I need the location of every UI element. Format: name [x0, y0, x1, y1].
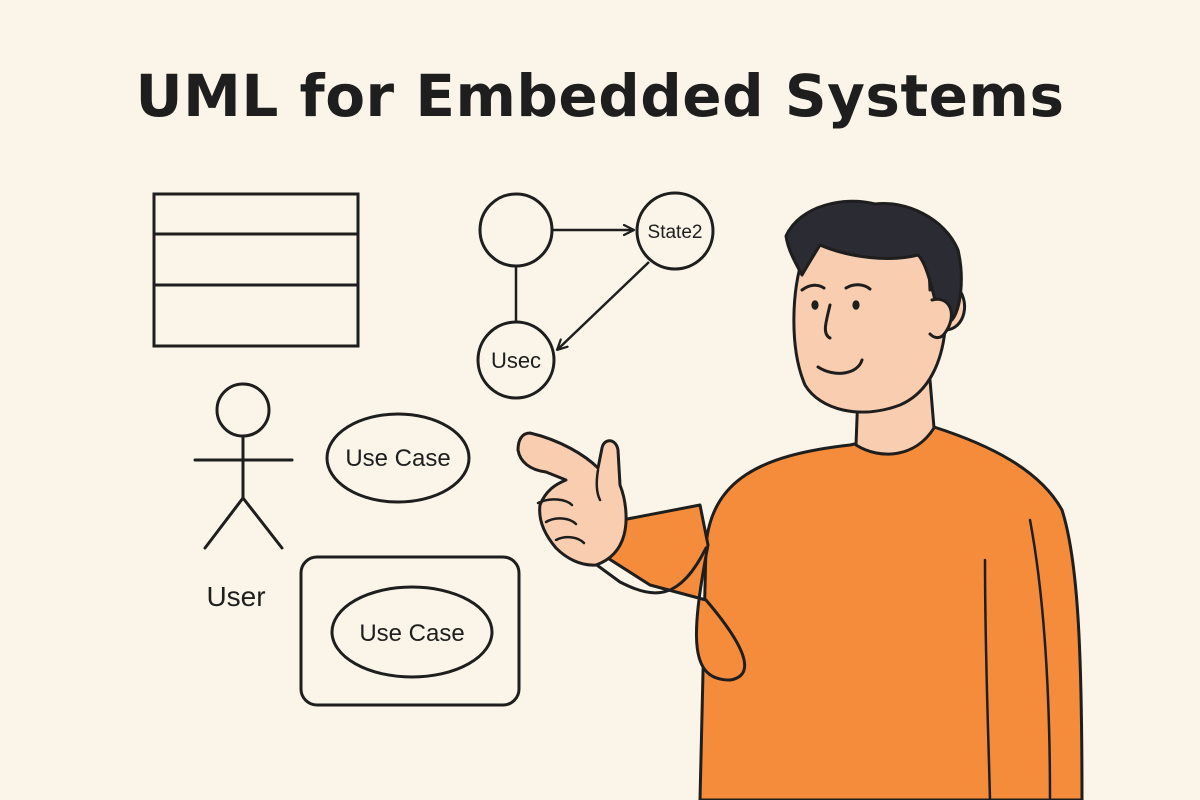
stick-figure-actor-icon — [193, 382, 294, 550]
class-diagram-icon — [152, 192, 360, 348]
state-node-state2-label: State2 — [648, 222, 703, 243]
use-case-2-label: Use Case — [359, 620, 464, 647]
state-node-initial — [478, 192, 554, 268]
slide-title: UML for Embedded Systems — [135, 62, 1065, 130]
presenter-pointing-illustration — [516, 199, 1084, 800]
presenter-shirt — [698, 425, 1084, 800]
actor-label: User — [206, 581, 265, 612]
state-node-usec-label: Usec — [491, 348, 541, 373]
state-node-state2 — [635, 191, 715, 271]
use-case-1-label: Use Case — [345, 445, 450, 472]
transition-b-to-c — [557, 261, 650, 350]
system-boundary: Use Case — [299, 555, 521, 707]
state-diagram: State2 Usec — [476, 191, 715, 400]
state-node-usec — [476, 320, 556, 400]
presenter-hair — [784, 199, 963, 322]
use-case-1: Use Case — [325, 412, 471, 504]
presenter-hand — [516, 431, 628, 567]
